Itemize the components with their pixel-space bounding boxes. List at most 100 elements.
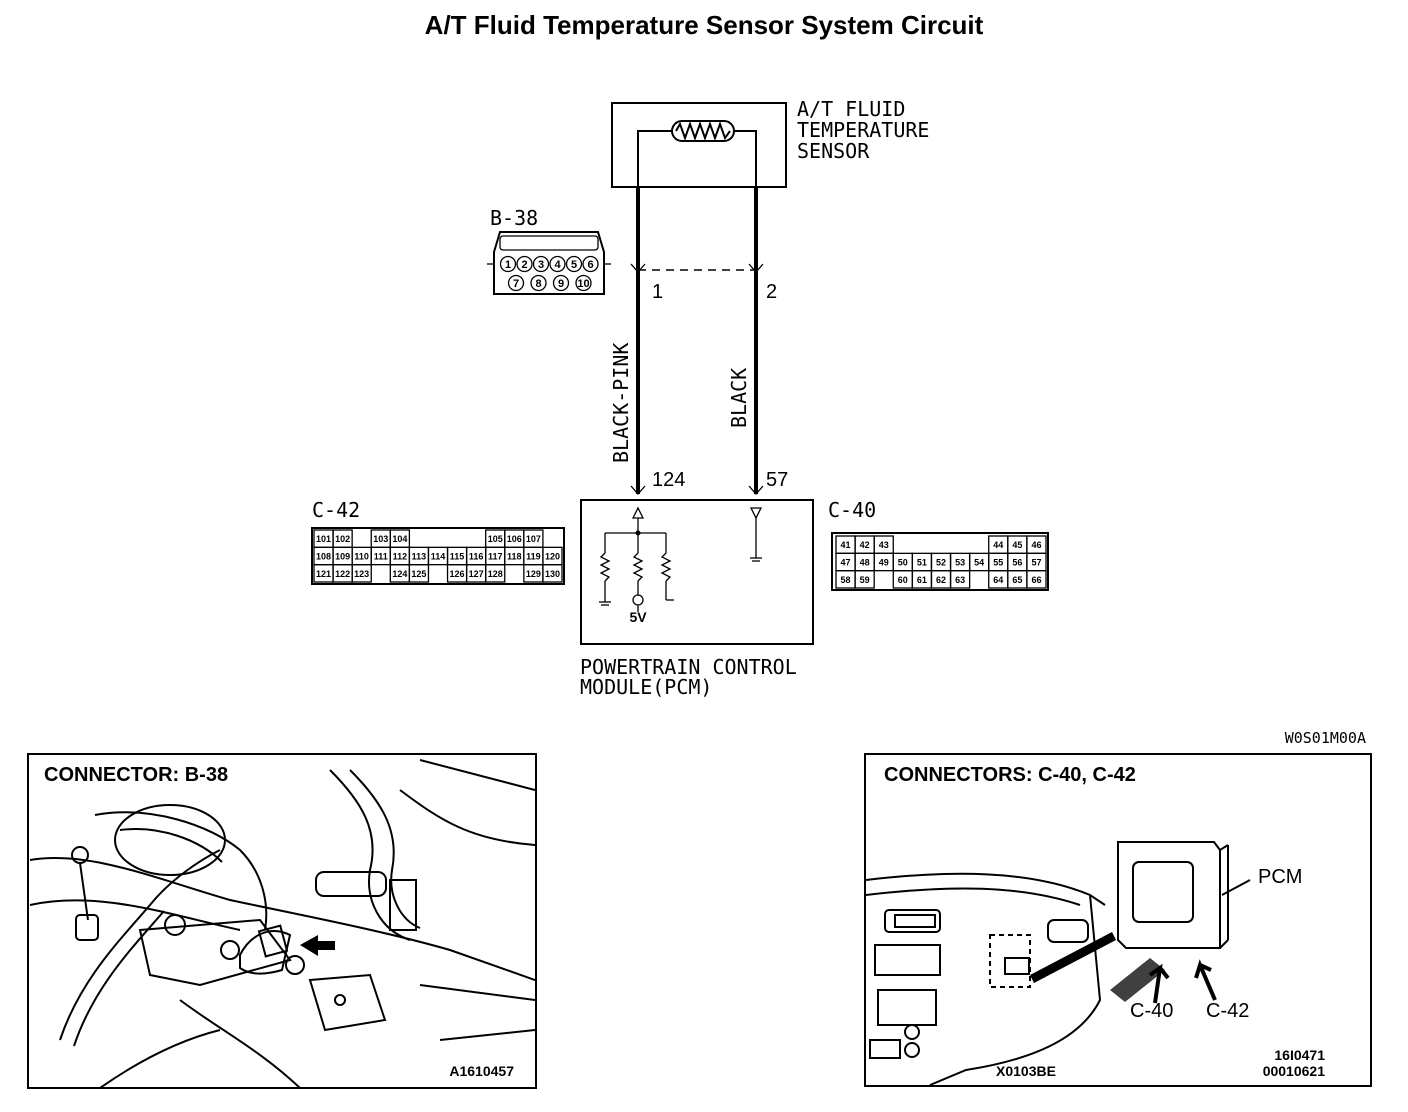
c40-arrow-icon (1148, 963, 1170, 1004)
connector-pin-number: 48 (860, 558, 870, 568)
connector-pin-cell (1026, 570, 1047, 589)
connector-pin-cell (485, 564, 506, 583)
b38-pin-number: 2 (521, 259, 527, 271)
thermistor-icon (671, 120, 735, 142)
b38-pin-number: 9 (558, 278, 564, 290)
connector-pin-number: 113 (412, 552, 427, 562)
connector-pin-number: 64 (993, 575, 1003, 585)
connector-pin-number: 126 (450, 569, 465, 579)
connector-pin-number: 45 (1012, 540, 1022, 550)
b38-pin-number: 6 (587, 259, 593, 271)
b38-pin-circle (532, 255, 550, 273)
sensor-label-line-2: TEMPERATURE (797, 118, 929, 142)
connector-pin-number: 105 (488, 534, 503, 544)
b38-pin-number: 5 (571, 259, 577, 271)
connector-pin-number: 44 (993, 540, 1003, 550)
connector-pin-number: 56 (1012, 558, 1022, 568)
b38-pin-number: 8 (535, 278, 541, 290)
dashboard-illustration (866, 841, 1251, 1085)
diagram-title: A/T Fluid Temperature Sensor System Circ… (425, 10, 984, 40)
connector-pin-number: 120 (545, 552, 560, 562)
c40-location-label: C-40 (1130, 1000, 1173, 1022)
connector-pin-cell (854, 570, 875, 589)
connector-pin-number: 128 (488, 569, 503, 579)
b38-pin-circle (552, 274, 570, 292)
connector-pin-number: 108 (316, 552, 331, 562)
connector-pin-number: 41 (841, 540, 851, 550)
connector-pin-number: 52 (936, 558, 946, 568)
b38-pin-number: 3 (538, 259, 544, 271)
connector-pin-number: 125 (411, 569, 426, 579)
b38-pin-number: 1 (505, 259, 511, 271)
connector-pin-cell (408, 564, 430, 583)
b38-pin-circle (530, 274, 547, 292)
c42-location-label: C-42 (1206, 1000, 1249, 1022)
panel-right-code-right-2: 00010621 (1263, 1063, 1326, 1079)
sensor-pin-2: 2 (766, 281, 777, 303)
connector-pin-number: 103 (373, 534, 388, 544)
b38-pin-circle (565, 255, 583, 273)
connector-pin-number: 123 (354, 569, 369, 579)
pcm-supply-voltage: 5V (629, 609, 647, 625)
connector-pin-number: 53 (955, 558, 965, 568)
c42-arrow-icon (1194, 959, 1217, 1001)
pcm-pin-57: 57 (766, 469, 788, 491)
connector-pin-number: 42 (860, 540, 870, 550)
b38-pin-circle (516, 255, 533, 273)
connector-pin-number: 102 (335, 534, 350, 544)
connector-pin-number: 57 (1031, 558, 1041, 568)
connector-pin-number: 55 (993, 558, 1003, 568)
connector-pin-number: 47 (841, 558, 851, 568)
locator-arrow-icon (300, 935, 335, 956)
connector-pin-number: 46 (1031, 540, 1041, 550)
engine-bay-illustration (29, 759, 535, 1087)
connector-pin-number: 119 (526, 552, 541, 562)
connector-pin-number: 124 (392, 569, 407, 579)
b38-pin-circle (499, 255, 517, 273)
connector-pin-number: 127 (469, 569, 484, 579)
connector-pin-number: 122 (335, 569, 350, 579)
connector-pin-number: 101 (316, 534, 331, 544)
connector-pin-number: 130 (545, 569, 560, 579)
b38-pin-circle (582, 255, 599, 273)
b38-pin-circle (575, 274, 592, 292)
panel-c40-c42-title: CONNECTORS: C-40, C-42 (884, 764, 1136, 786)
connector-pin-number: 54 (974, 558, 984, 568)
connector-b38-id: B-38 (490, 206, 538, 230)
connector-pin-number: 66 (1031, 575, 1041, 585)
connector-pin-number: 51 (917, 558, 927, 568)
panel-b38-code: A1610457 (449, 1063, 514, 1079)
connector-pin-number: 59 (860, 575, 870, 585)
connector-pin-number: 60 (898, 575, 908, 585)
connector-pin-number: 121 (316, 569, 331, 579)
connector-pin-number: 104 (392, 534, 407, 544)
panel-connectors-c40-c42 (864, 753, 1372, 1087)
wire-color-black-pink: BLACK-PINK (609, 343, 633, 463)
connector-pin-number: 107 (526, 534, 541, 544)
figure-code: W0S01M00A (1285, 729, 1366, 747)
panel-connector-b38 (27, 753, 537, 1089)
sensor-label-line-3: SENSOR (797, 139, 870, 163)
connector-pin-number: 117 (488, 552, 503, 562)
connector-pin-number: 49 (879, 558, 889, 568)
sensor-pin-1: 1 (652, 281, 663, 303)
connector-pin-number: 61 (917, 575, 927, 585)
connector-pin-number: 116 (469, 552, 484, 562)
b38-pin-number: 10 (577, 278, 589, 290)
connector-pin-cell (351, 564, 372, 583)
sensor-label-line-1: A/T FLUID (797, 97, 905, 121)
connector-c42-id: C-42 (312, 498, 360, 522)
pcm-location-label: PCM (1258, 866, 1302, 888)
connector-pin-number: 110 (354, 552, 369, 562)
panel-right-code-left: X0103BE (996, 1063, 1056, 1079)
connector-pin-number: 106 (507, 534, 522, 544)
connector-pin-number: 62 (936, 575, 946, 585)
connector-pin-number: 118 (507, 552, 522, 562)
connector-pin-number: 114 (431, 552, 446, 562)
connector-pin-number: 58 (841, 575, 851, 585)
connector-pin-number: 112 (393, 552, 408, 562)
panel-right-code-right-1: 16I0471 (1274, 1047, 1325, 1063)
connector-pin-number: 43 (879, 540, 889, 550)
